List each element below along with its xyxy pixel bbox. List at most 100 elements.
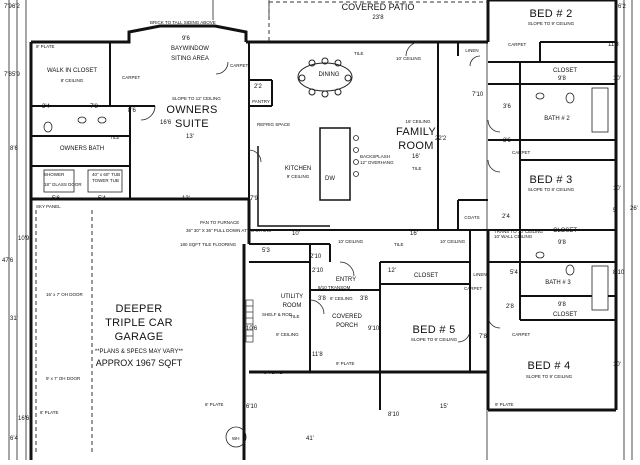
dimension: 10' xyxy=(613,362,621,368)
dimension: 7'9 xyxy=(4,4,12,10)
dimension: 13' xyxy=(186,134,194,140)
ceiling-note: 10' CEILING xyxy=(338,239,364,244)
ceiling-note: 8' CEILING xyxy=(330,296,353,301)
bed2-label: BED # 2 xyxy=(529,8,572,20)
toilet-icon xyxy=(43,121,53,133)
garage-note: **PLANS & SPECS MAY VARY** xyxy=(95,349,184,355)
dimension: 2'10 xyxy=(312,268,324,274)
dimension: 5'4 xyxy=(510,270,518,276)
dimension: 6'10 xyxy=(246,404,258,410)
dimension: 13' xyxy=(182,196,190,202)
dimension: 10'6 xyxy=(246,326,258,332)
kitchen-ceiling-note: 9' CEILING xyxy=(287,174,310,179)
dimension: 2'4 xyxy=(502,214,510,220)
ceiling-note: 10' CEILING xyxy=(440,239,466,244)
bed3-label: BED # 3 xyxy=(529,174,572,186)
water-heater-label: WH xyxy=(232,436,240,441)
dimension: 3'6 xyxy=(503,104,511,110)
linen-top-label: LINEN xyxy=(465,48,478,53)
kitchen-label: KITCHEN xyxy=(285,166,311,172)
sky-panel-note: SKY PANEL xyxy=(36,204,61,209)
exterior-walls xyxy=(29,0,618,460)
linen-mid-label: LINEN xyxy=(473,272,486,277)
plate-note: 8' PLATE xyxy=(40,410,59,415)
carpet-note: CARPET xyxy=(230,63,249,68)
dimension: 6'2 xyxy=(12,4,20,10)
covered-patio-outline xyxy=(268,1,488,42)
carpet-note: CARPET xyxy=(464,286,483,291)
dimension: 31' xyxy=(10,316,18,322)
bed3-closet-label: CLOSET xyxy=(553,228,577,234)
backsplash-label: BACKSPLASH xyxy=(360,154,390,159)
dimension: 8'10 xyxy=(613,270,625,276)
bed2-closet-label: CLOSET xyxy=(553,68,577,74)
trans-ceiling-note: TRANS TO 10' CEILING xyxy=(494,229,543,234)
attic-stairs-note: 36" 30" X 36" PULL DOWN ATTIC STAIRS xyxy=(186,228,271,233)
dimension: 5'9 xyxy=(12,72,20,78)
bed5-label: BED # 5 xyxy=(412,324,455,336)
dimension: 47'6 xyxy=(2,258,14,264)
dimension: 8'10 xyxy=(388,412,400,418)
room-label: ROOM xyxy=(398,140,433,152)
floor-notes: CARPET CARPET TILE TILE TILE CARPET CARP… xyxy=(36,20,543,441)
plate-note: 9' PLATE xyxy=(336,361,355,366)
dimension: 2'8 xyxy=(506,304,514,310)
dimension: 9'10 xyxy=(368,326,380,332)
dimension: 8'6 xyxy=(128,108,136,114)
dimension: 26' xyxy=(630,206,638,212)
plate-note: 9' PLATE xyxy=(264,370,283,375)
dimension: 2'10 xyxy=(310,254,322,260)
dimension: 15' xyxy=(440,404,448,410)
sitting-area-label: SITING AREA xyxy=(171,56,209,62)
dining-table xyxy=(297,57,353,98)
bed5-note: SLOPE TO 9' CEILING xyxy=(411,337,458,342)
shower-icon xyxy=(43,169,75,193)
toilet-icon xyxy=(565,264,575,276)
utility-room-label: ROOM xyxy=(283,303,302,309)
dimension: 3'8 xyxy=(318,296,326,302)
dimension: 10' xyxy=(292,231,300,237)
carpet-note: CARPET xyxy=(122,75,141,80)
plate-note: 9' PLATE xyxy=(495,402,514,407)
brick-note: BRICK TO TALL SIDING ABOVE xyxy=(150,20,216,25)
dimension: 3'6 xyxy=(503,138,511,144)
dimension: 11'8 xyxy=(608,42,619,48)
tile-note: TILE xyxy=(290,314,300,319)
overhead-door-note: 16' x 7' OH DOOR xyxy=(46,292,83,297)
garage-line3: GARAGE xyxy=(115,331,164,343)
utility-label: UTILITY xyxy=(281,294,303,300)
bed3-note: SLOPE TO 8' CEILING xyxy=(528,187,575,192)
dimension: 5'6 xyxy=(52,196,60,202)
dimension: 16' xyxy=(410,231,418,237)
dimension: 6'4 xyxy=(10,436,18,442)
shelf-note: SHELF & ROD xyxy=(262,312,293,317)
dimension: 9'8 xyxy=(558,76,566,82)
bed4-closet-label: CLOSET xyxy=(553,312,577,318)
tub-icon xyxy=(591,265,609,311)
fireplace-hatch xyxy=(245,299,254,343)
garage-line2: TRIPLE CAR xyxy=(105,317,173,329)
dimension: 9'8 xyxy=(558,240,566,246)
island-stools xyxy=(353,135,359,177)
dining-label: DINING xyxy=(319,72,340,78)
family-label: FAMILY xyxy=(396,126,436,138)
tile-note: TILE xyxy=(394,242,404,247)
furnace-note: PAN TO FURNACE xyxy=(200,220,239,225)
carpet-note: CARPET xyxy=(512,332,531,337)
tile-note: TILE xyxy=(412,166,422,171)
dimension: 16'6 xyxy=(18,416,30,422)
dimension: 10' xyxy=(613,76,621,82)
patio-dimension: 23'8 xyxy=(372,15,384,21)
bay-window-label: BAYWINDOW xyxy=(171,46,209,52)
dimension: 11'8 xyxy=(312,352,323,358)
dimension: 7'8 xyxy=(479,334,487,340)
owners-bath-label: OWNERS BATH xyxy=(60,146,104,152)
dimension-labels: 7'9 7'8 6'2 3'4 9'6 8'6 7'8 5'9 13' 16'6… xyxy=(2,4,638,442)
entry-label: ENTRY xyxy=(336,277,356,283)
refrig-label: REFRIG SPACE xyxy=(257,122,290,127)
pantry-label: PANTRY xyxy=(252,99,270,104)
dimension: 16' xyxy=(412,154,420,160)
dimension: 5'3 xyxy=(262,248,270,254)
dimension: 7'10 xyxy=(472,92,484,98)
